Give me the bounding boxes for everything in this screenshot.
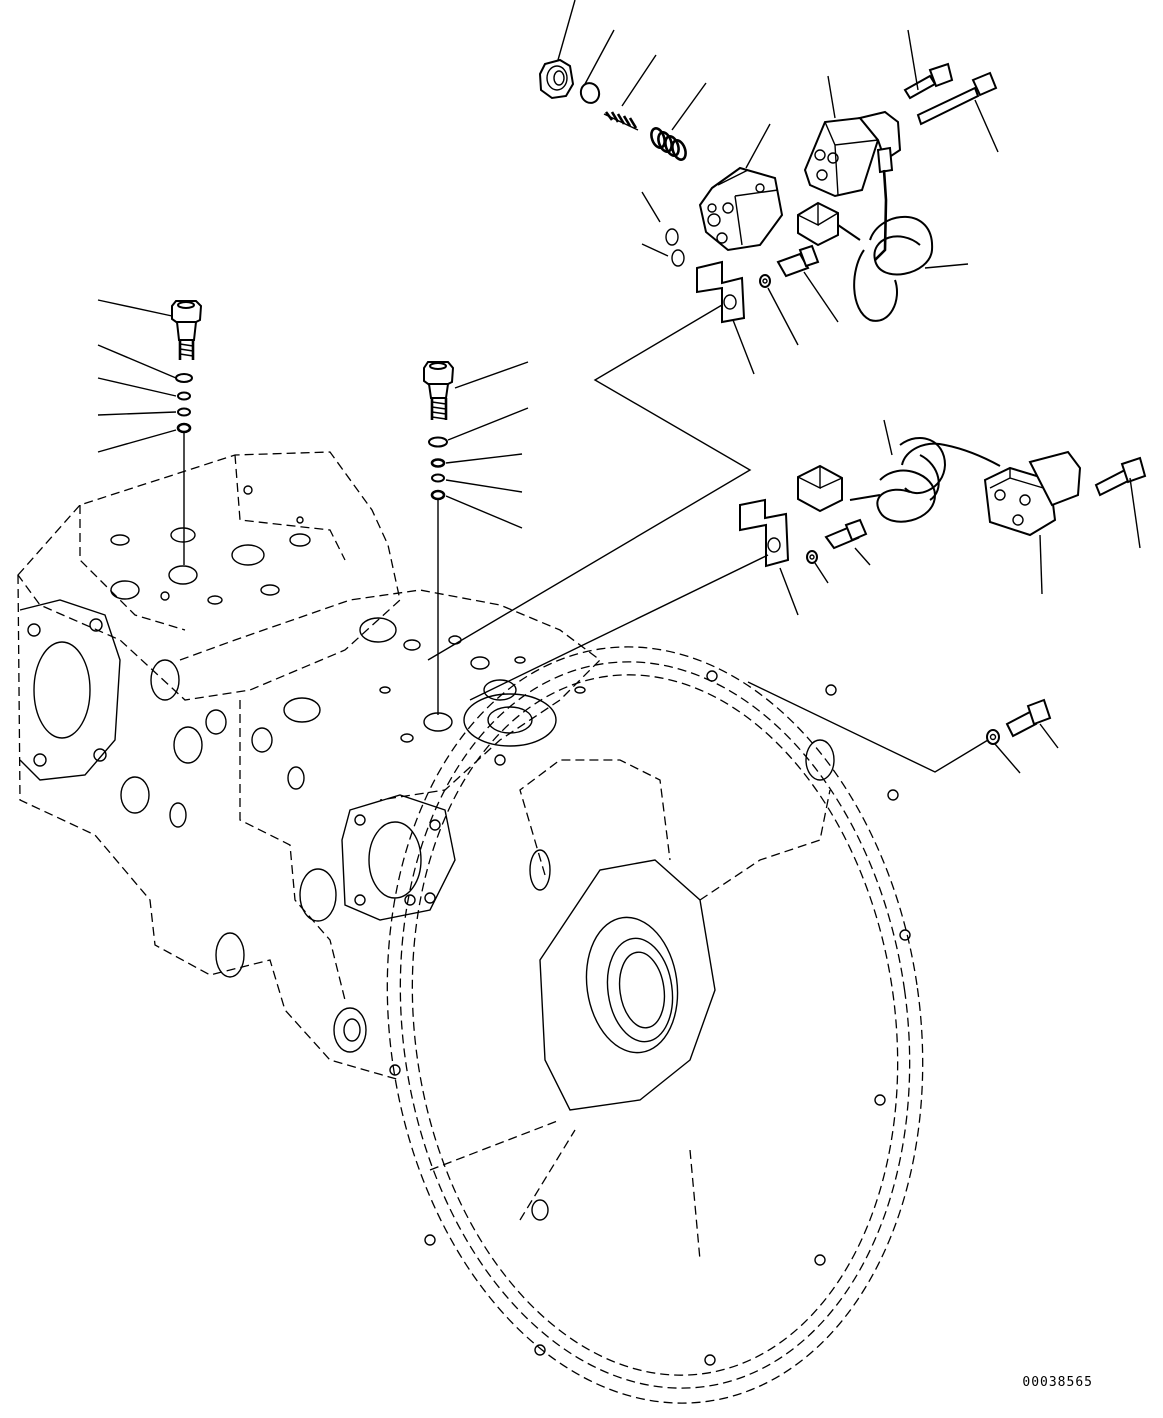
assembly-routing-lines <box>427 304 989 773</box>
pump-control-valve-assembly <box>538 0 839 375</box>
solenoid-valve-upper <box>797 29 999 322</box>
drawing-id-label: 00038565 <box>1022 1375 1093 1390</box>
mounting-bolt-assembly <box>986 698 1059 774</box>
solenoid-valve-lower <box>739 419 1147 616</box>
center-plug-assembly <box>423 361 529 715</box>
left-plug-assembly <box>97 299 203 565</box>
pump-body <box>17 451 924 1404</box>
